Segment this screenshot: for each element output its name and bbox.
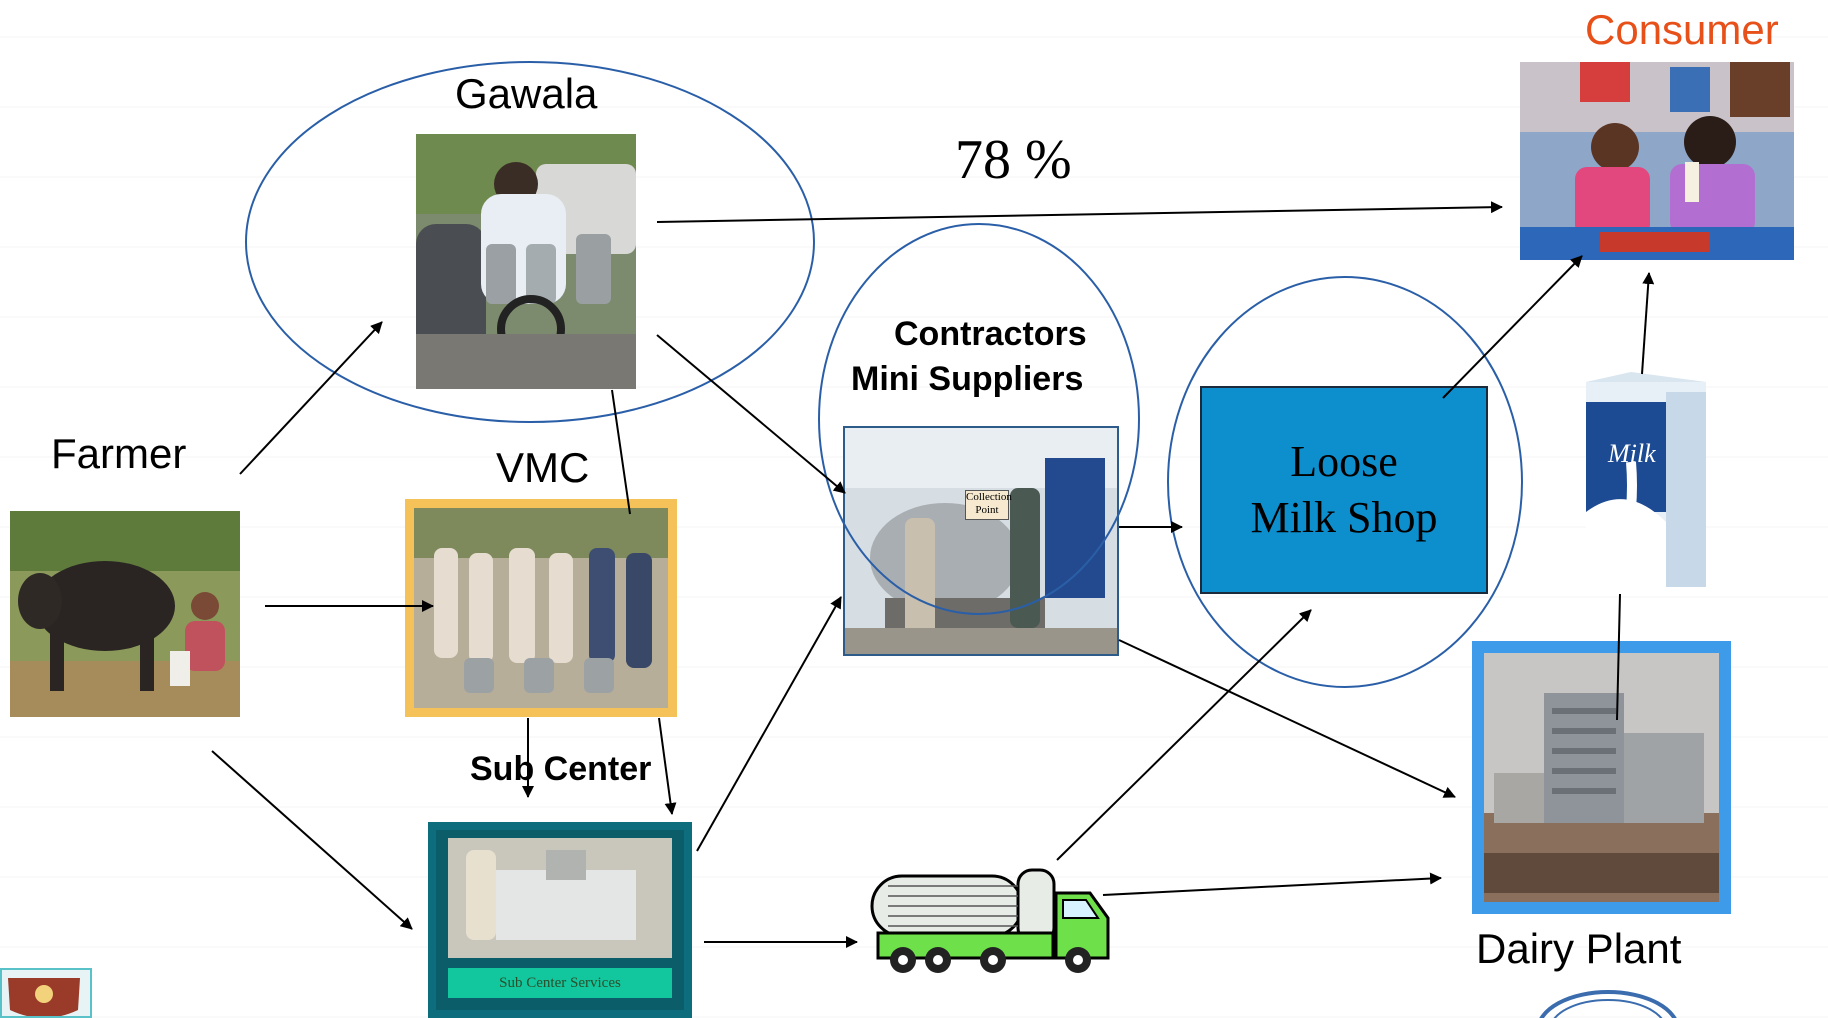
farmer-label: Farmer — [51, 430, 187, 477]
loose-milk-shop-ellipse — [1167, 276, 1523, 688]
arrow-gawala-to-consumer — [656, 201, 1503, 223]
chiller-photo: Sub Center Services — [428, 822, 692, 1018]
arrow-vmc-to-sub-center-right — [658, 717, 677, 815]
sub-center-label: Sub Center — [470, 750, 652, 788]
dairy-plant-label: Dairy Plant — [1476, 925, 1682, 972]
arrow-farmer-to-gawala — [239, 321, 383, 475]
collection-tank-photo: Collection Point — [843, 426, 1119, 656]
arrow-gawala-to-contractors — [656, 334, 846, 494]
gawala-ellipse — [245, 61, 815, 423]
crest-logo — [0, 968, 92, 1018]
line-dairy-to-milk-pack — [1616, 593, 1621, 721]
contractors-label: Contractors — [894, 315, 1087, 353]
collection-point-sign: Collection Point — [965, 490, 1012, 520]
arrow-contractors-to-dairy — [1118, 639, 1456, 798]
collection-point-line2: Point — [975, 504, 999, 516]
collection-point-line1: Collection — [966, 491, 1012, 503]
line-gawala-to-vmc — [611, 389, 631, 515]
loose-label: Loose — [1290, 437, 1398, 486]
loose-milk-shop-box: Loose Milk Shop — [1200, 386, 1488, 594]
factory-photo — [1472, 641, 1731, 914]
consumer-label: Consumer — [1585, 6, 1779, 53]
milk-carton-icon: Milk — [1576, 372, 1766, 604]
contractors-ellipse — [818, 223, 1140, 615]
gawala-label: Gawala — [455, 70, 598, 117]
arrow-tanker-to-dairy — [1102, 872, 1442, 896]
motorbike-photo — [416, 134, 636, 389]
arrow-sub-center-to-contractors — [696, 596, 842, 852]
milk-pack-label: Milk — [1607, 439, 1656, 468]
arrow-milk-pack-to-consumer — [1641, 272, 1655, 375]
sub-center-services-caption: Sub Center Services — [448, 968, 672, 998]
tanker-truck-icon — [870, 868, 1110, 973]
milk-shop-label: Milk Shop — [1250, 493, 1438, 542]
arrow-tanker-to-loose-shop — [1056, 609, 1312, 861]
seal-logo — [1528, 990, 1688, 1018]
mini-suppliers-label: Mini Suppliers — [851, 360, 1084, 398]
cow-photo — [10, 511, 240, 717]
children-photo — [1520, 62, 1794, 260]
vmc-label: VMC — [496, 444, 590, 491]
queue-photo — [405, 499, 677, 717]
arrow-farmer-to-sub-center — [211, 750, 413, 930]
arrow-loose-shop-to-consumer — [1442, 255, 1583, 399]
percentage-label: 78 % — [955, 129, 1072, 191]
